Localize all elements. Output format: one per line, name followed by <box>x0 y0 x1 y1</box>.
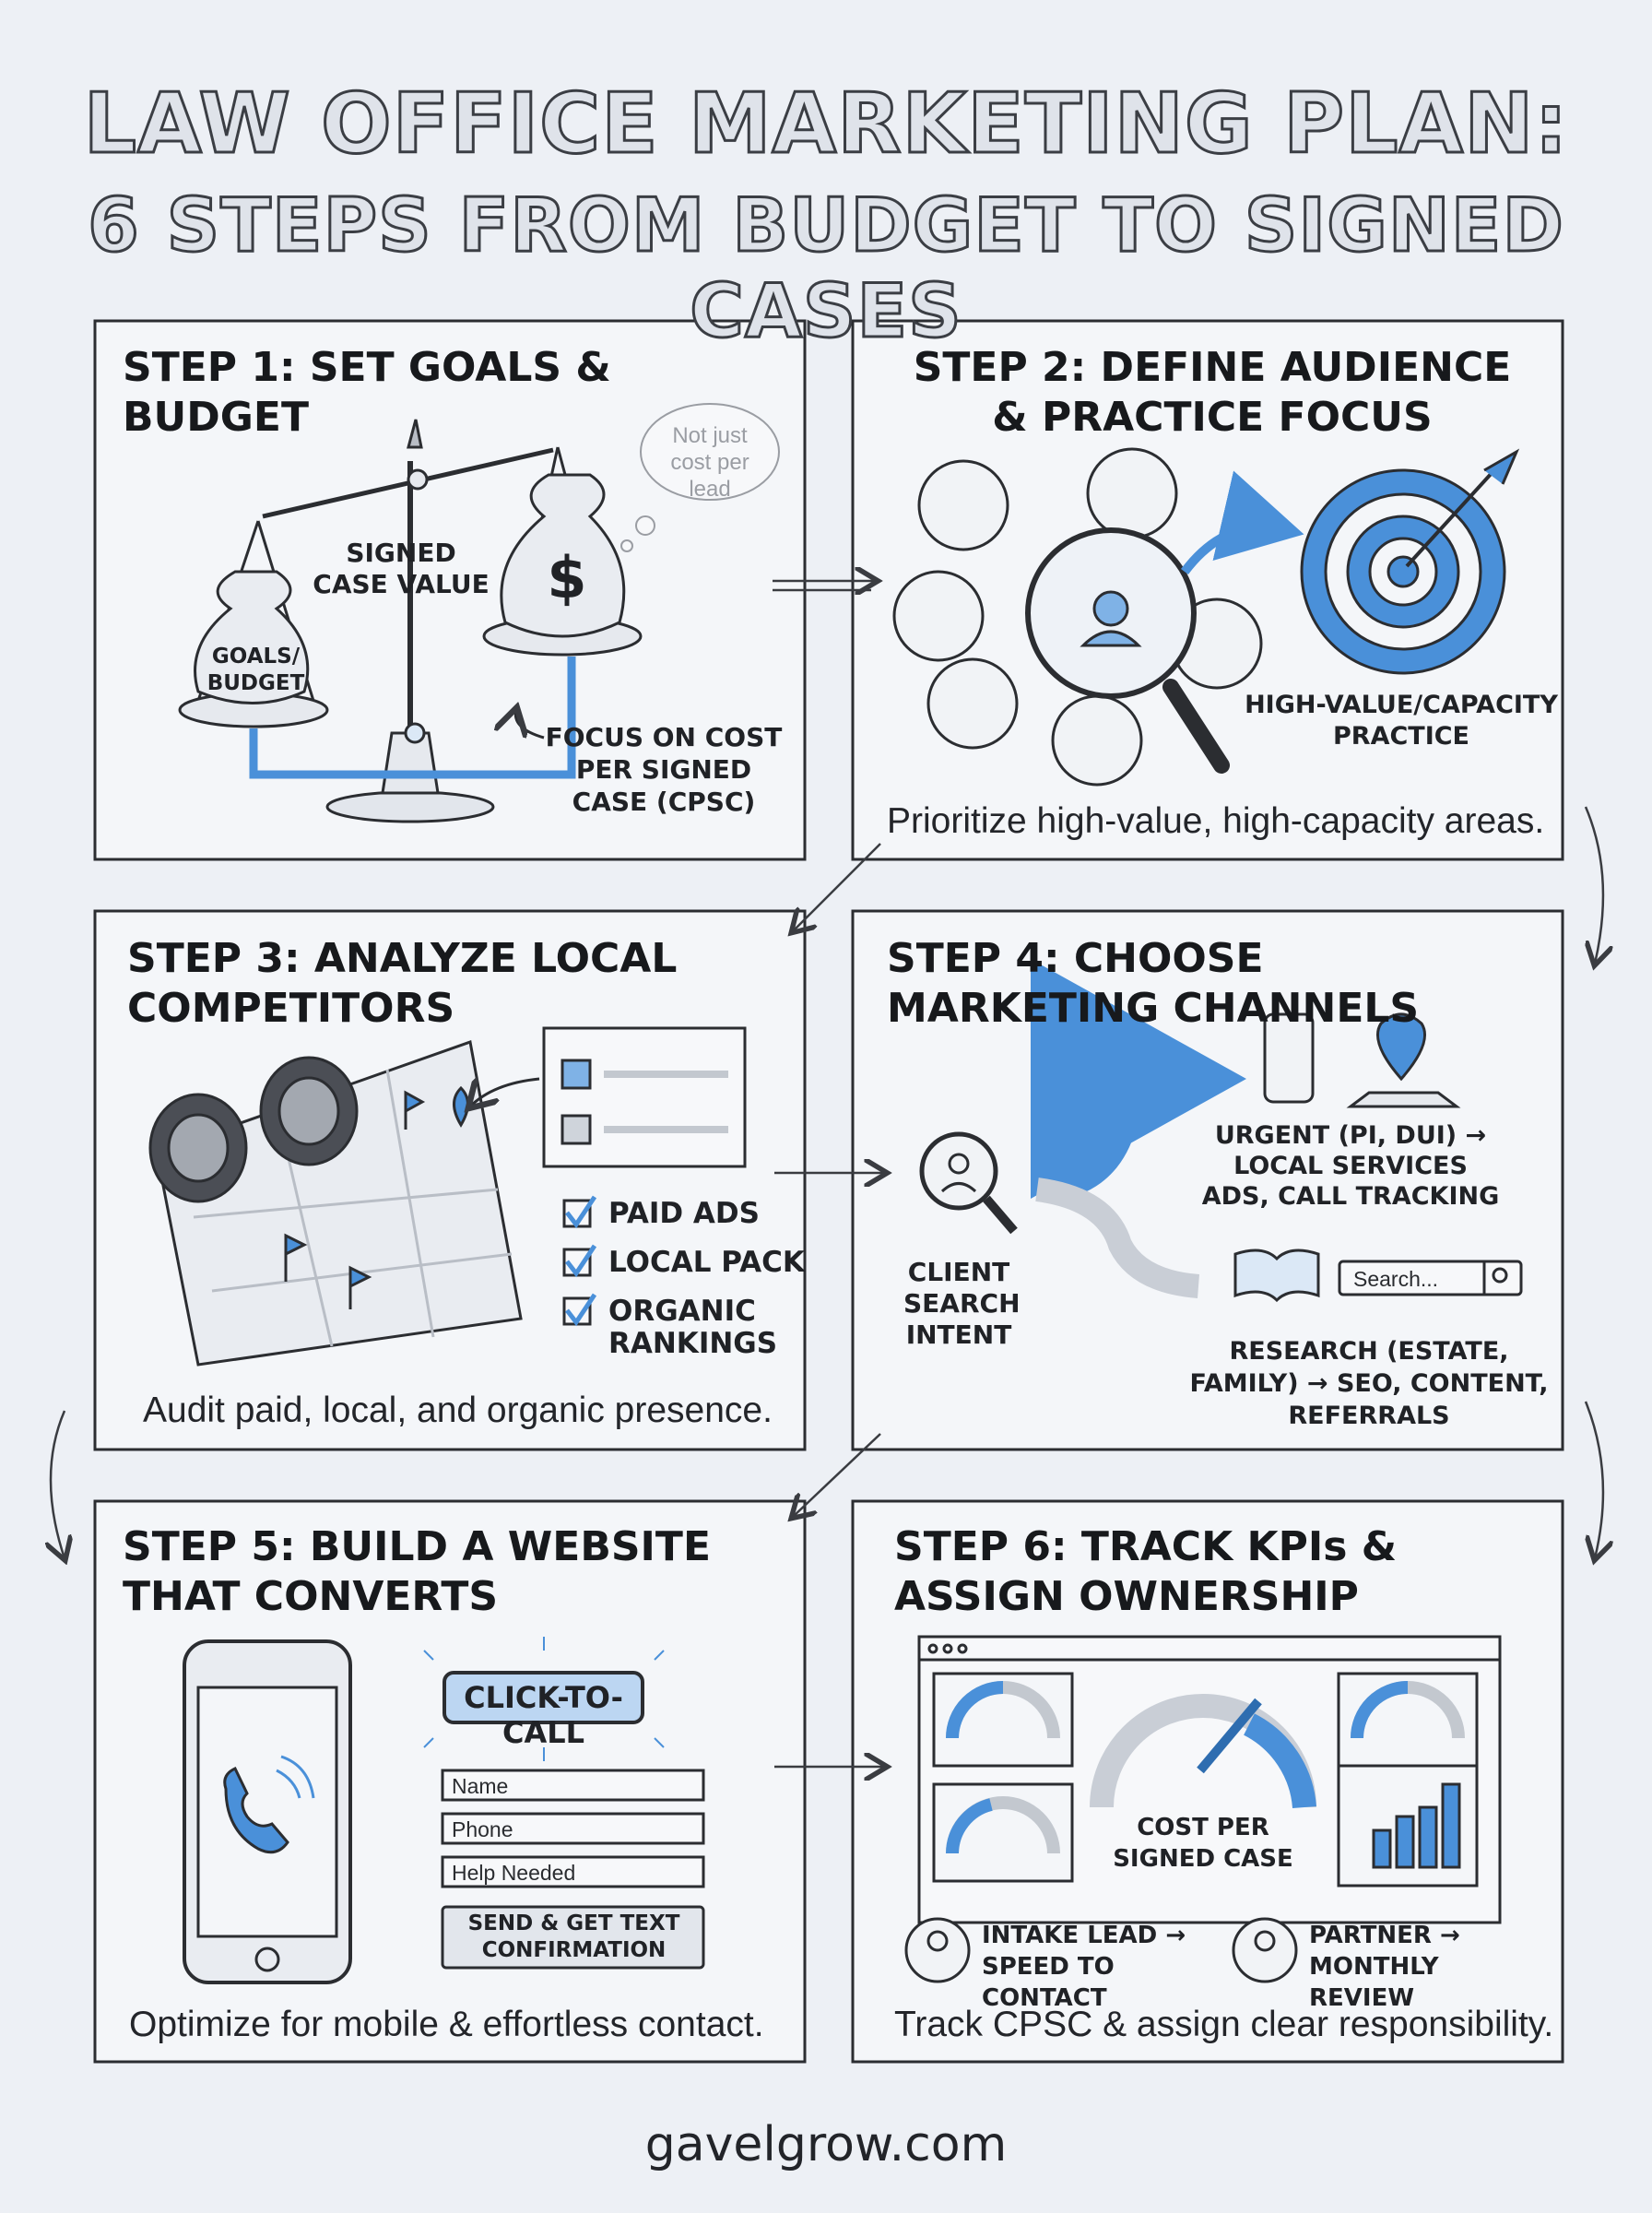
checklist-item-paid-ads: PAID ADS <box>608 1197 760 1230</box>
search-input: Search... <box>1353 1267 1439 1291</box>
step3-caption: Audit paid, local, and organic presence. <box>143 1391 773 1430</box>
step1-title: STEP 1: SET GOALS & BUDGET <box>123 344 611 441</box>
send-confirmation-button: SEND & GET TEXT CONFIRMATION <box>467 1911 680 1962</box>
owner-intake-lead: INTAKE LEAD → SPEED TO CONTACT <box>982 1922 1186 2012</box>
main-title-line2: 6 STEPS FROM BUDGET TO SIGNED CASES <box>87 182 1565 356</box>
client-search-intent-label: CLIENT SEARCH INTENT <box>903 1257 1021 1350</box>
click-to-call-button: CLICK-TO-CALL <box>464 1680 623 1750</box>
sparkle-lines <box>423 1637 665 1761</box>
cpsc-label: FOCUS ON COST PER SIGNED CASE (CPSC) <box>545 722 783 817</box>
book-icon <box>1233 1249 1320 1303</box>
form-field-phone: Phone <box>452 1817 513 1841</box>
elder-icon <box>926 657 1019 750</box>
phone-icon <box>1263 1012 1315 1104</box>
channels-illustration <box>919 959 1523 1303</box>
checklist-item-local-pack: LOCAL PACK <box>608 1246 805 1279</box>
step2-title: STEP 2: DEFINE AUDIENCE & PRACTICE FOCUS <box>913 344 1512 441</box>
arrow-2-to-3 <box>793 843 881 931</box>
phone-call-icon <box>223 1767 289 1854</box>
website-illustration <box>183 1637 705 1984</box>
form-field-name: Name <box>452 1774 509 1798</box>
step6-caption: Track CPSC & assign clear responsibility… <box>894 2005 1554 2044</box>
family-icon <box>917 459 1009 551</box>
step2-caption: Prioritize high-value, high-capacity are… <box>887 801 1545 841</box>
step5-caption: Optimize for mobile & effortless contact… <box>129 2005 764 2044</box>
competitor-browser <box>542 1026 747 1168</box>
step3-title: STEP 3: ANALYZE LOCAL COMPETITORS <box>127 935 678 1032</box>
footer-website[interactable]: gavelgrow.com <box>644 2117 1008 2172</box>
step4-title: STEP 4: CHOOSE MARKETING CHANNELS <box>887 935 1420 1032</box>
checklist-boxes <box>562 1195 597 1327</box>
arrow-4-to-5 <box>793 1433 881 1517</box>
injury-icon <box>892 570 985 662</box>
owner-partner: PARTNER → MONTHLY REVIEW <box>1309 1922 1460 2012</box>
thought-cloud: Not just cost per lead <box>670 423 749 502</box>
arrow-2-to-4 <box>1586 806 1603 964</box>
urgent-channel-label: URGENT (PI, DUI) → LOCAL SERVICES ADS, C… <box>1201 1121 1500 1211</box>
tool-icon <box>1086 447 1178 539</box>
scale-label-goals-budget: GOALS/ BUDGET <box>206 645 305 695</box>
step5-title: STEP 5: BUILD A WEBSITE THAT CONVERTS <box>123 1523 711 1620</box>
search-box <box>1338 1260 1523 1296</box>
research-channel-label: RESEARCH (ESTATE, FAMILY) → SEO, CONTENT… <box>1189 1337 1549 1430</box>
main-title-line1: LAW OFFICE MARKETING PLAN: <box>82 75 1569 174</box>
form-field-help-needed: Help Needed <box>452 1861 576 1885</box>
flow-arrows <box>51 581 1603 1767</box>
home-icon <box>1051 694 1143 787</box>
step6-title: STEP 6: TRACK KPIs & ASSIGN OWNERSHIP <box>894 1523 1398 1620</box>
arrow-3-to-5 <box>51 1410 65 1558</box>
checklist-item-organic-rankings: ORGANIC RANKINGS <box>608 1295 778 1360</box>
competitor-illustration <box>148 1026 747 1367</box>
scale-label-signed-case-value: SIGNED CASE VALUE <box>313 538 490 599</box>
dashboard-illustration <box>904 1635 1502 1983</box>
target-label: HIGH-VALUE/CAPACITY PRACTICE <box>1245 691 1558 751</box>
scale-illustration <box>178 403 780 823</box>
arrow-4-to-6 <box>1586 1401 1603 1558</box>
map-pin-icon <box>1376 1012 1426 1082</box>
cpsc-gauge-label: COST PER SIGNED CASE <box>1113 1814 1293 1873</box>
audience-illustration <box>892 447 1520 787</box>
dollar-sign: $ <box>547 544 587 611</box>
